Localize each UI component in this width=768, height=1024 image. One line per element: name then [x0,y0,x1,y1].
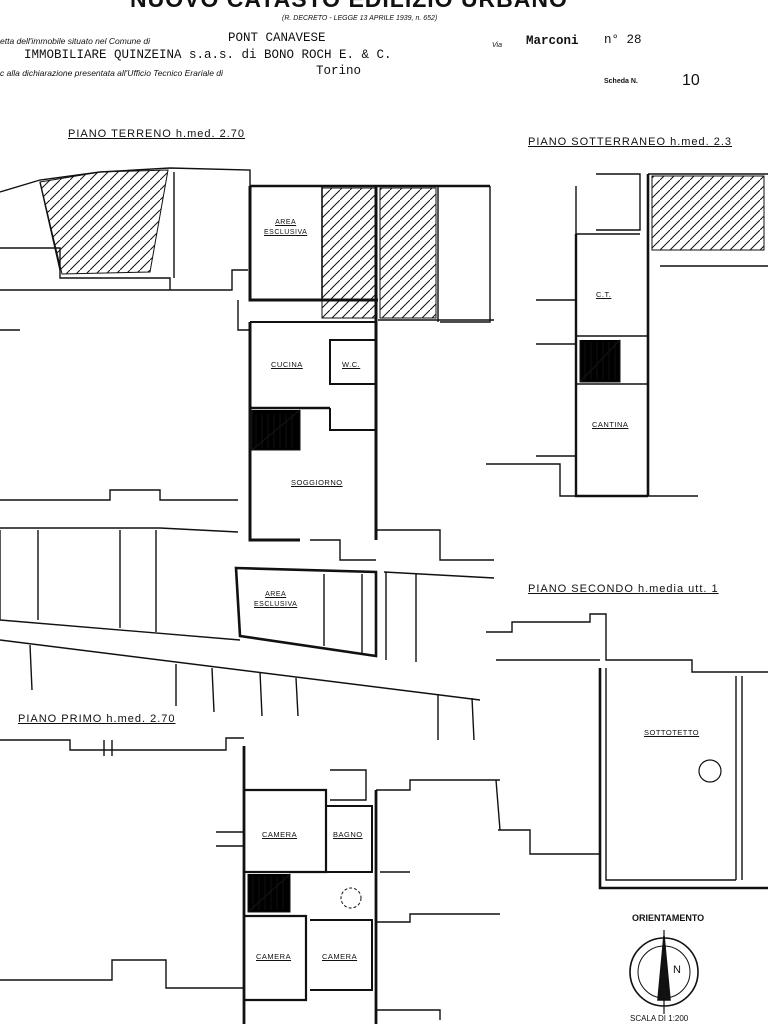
room-sottotetto: SOTTOTETTO [644,728,700,737]
via-value: Marconi [526,34,579,48]
office-value: Torino [316,64,362,78]
scheda-number: 10 [682,72,700,89]
comune-value: PONT CANAVESE [228,31,326,45]
orientation-label: ORIENTAMENTO [632,913,705,923]
scale-label: SCALA DI 1:200 [630,1014,689,1023]
scheda-label: Scheda N. [604,78,638,85]
declaration-prefix: c alla dichiarazione presentata all'Uffi… [0,68,223,78]
room-cantina: CANTINA [592,420,629,429]
floor-title-secondo: PIANO SECONDO h.media utt. 1 [528,583,719,595]
location-prefix: etta dell'immobile situato nel Comune di [0,36,150,46]
civic-number: n° 28 [604,33,642,47]
room-cucina: CUCINA [271,360,303,369]
floor-title-primo: PIANO PRIMO h.med. 2.70 [18,713,176,725]
room-bagno: BAGNO [333,830,363,839]
room-camera-3: CAMERA [322,952,358,961]
floor-title-terreno: PIANO TERRENO h.med. 2.70 [68,128,246,140]
room-camera-1: CAMERA [262,830,298,839]
document-title: NUOVO CATASTO EDILIZIO URBANO [130,0,568,13]
decree-reference: (R. DECRETO - LEGGE 13 APRILE 1939, n. 6… [282,15,438,22]
room-camera-2: CAMERA [256,952,292,961]
via-label: Via [492,42,502,49]
room-area-esclusiva-top: AREA ESCLUSIVA [264,219,308,236]
north-marker: N [673,964,681,976]
room-soggiorno: SOGGIORNO [291,478,343,487]
room-wc: W.C. [342,360,361,369]
floor-title-sotterraneo: PIANO SOTTERRANEO h.med. 2.3 [528,136,733,148]
owner-name: IMMOBILIARE QUINZEINA s.a.s. di BONO ROC… [24,48,392,62]
room-ct: C.T. [596,290,612,299]
room-area-esclusiva-bottom: AREA ESCLUSIVA [254,591,298,608]
